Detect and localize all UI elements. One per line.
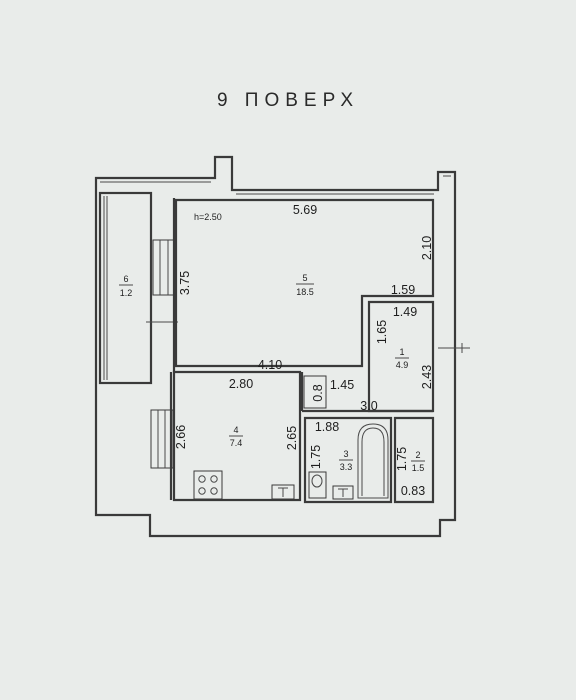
dim-living-step: 1.59 [391,283,415,297]
dim-living-bottom: 4.10 [258,358,282,372]
room-5-number: 5 [302,273,307,283]
balcony [98,191,153,385]
stove-icon [193,470,223,500]
room-4-area: 7.4 [230,438,243,448]
room-label-6: 6 1.2 [119,274,133,298]
room-label-1: 1 4.9 [395,347,409,370]
floor-title: 9 ПОВЕРХ [216,90,360,111]
window-living [152,239,176,296]
room-1-area: 4.9 [396,360,409,370]
room-wc [393,416,435,504]
room-4-number: 4 [233,425,238,435]
room-label-5: 5 18.5 [296,273,314,297]
dim-living-width: 5.69 [293,203,317,217]
dim-kitchen-height-right: 2.65 [285,426,299,450]
left-wall [169,198,176,500]
dim-hall-height: 2.43 [420,365,434,389]
outer-walls [94,155,457,538]
room-6-area: 1.2 [120,288,133,298]
washbasin-icon [332,485,354,500]
room-label-2: 2 1.5 [411,450,425,473]
room-5-area: 18.5 [296,287,314,297]
room-label-4: 4 7.4 [229,425,243,448]
corridor-niche [303,375,327,409]
room-3-area: 3.3 [340,462,353,472]
dim-wc-height: 1.75 [395,447,409,471]
room-living [174,198,435,368]
window-kitchen [150,409,174,469]
dim-wc-width: 0.83 [401,484,425,498]
dim-living-right: 2.10 [420,236,434,260]
dim-kitchen-height-left: 2.66 [174,425,188,449]
ceiling-height: h=2.50 [194,212,222,222]
dim-hall-left: 1.65 [375,320,389,344]
room-bathroom [303,416,393,504]
bathtub-icon [357,423,389,499]
dim-corridor-niche: 0.8 [311,384,325,401]
room-kitchen [172,370,302,502]
dim-living-height: 3.75 [178,271,192,295]
room-2-number: 2 [415,450,420,460]
dim-kitchen-width: 2.80 [229,377,253,391]
room-2-area: 1.5 [412,463,425,473]
dim-bath-wc-width: 3.0 [360,399,377,413]
dim-corridor-width: 1.45 [330,378,354,392]
corridor [300,372,433,413]
dim-bathroom-height: 1.75 [309,445,323,469]
dim-hall-width: 1.49 [393,305,417,319]
kitchen-sink-icon [271,484,295,500]
room-3-number: 3 [343,449,348,459]
room-label-3: 3 3.3 [339,449,353,472]
room-1-number: 1 [399,347,404,357]
toilet-icon [308,471,327,499]
room-6-number: 6 [123,274,128,284]
dim-bathroom-width: 1.88 [315,420,339,434]
